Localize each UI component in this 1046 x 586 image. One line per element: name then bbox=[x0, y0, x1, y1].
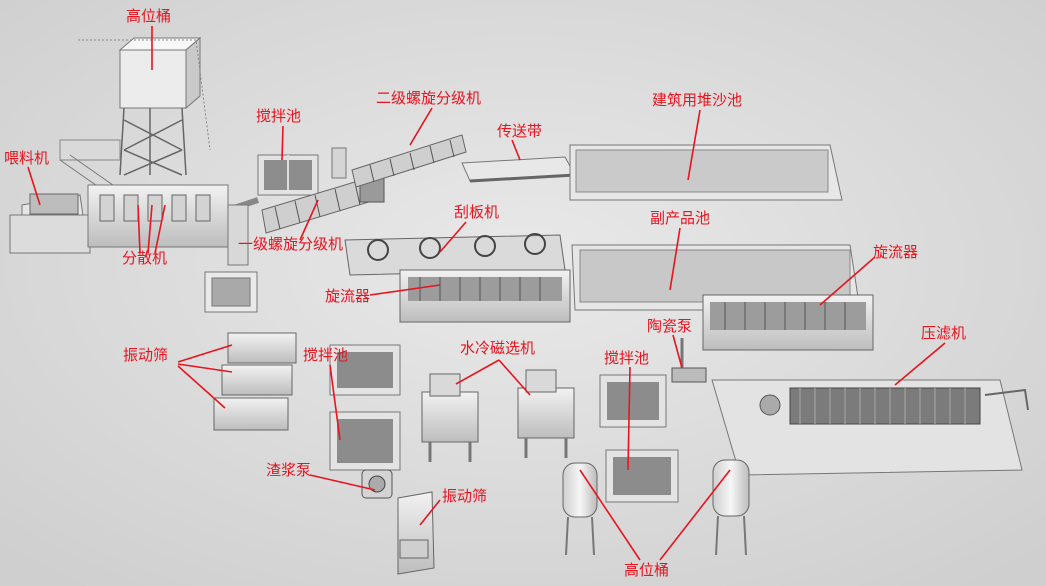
scraper-machine bbox=[344, 233, 566, 276]
label-cyclone-left: 旋流器 bbox=[325, 287, 371, 305]
small-tank bbox=[204, 271, 258, 313]
byproduct-pool bbox=[571, 244, 861, 311]
mixing-tank-top bbox=[257, 154, 319, 196]
label-vib-screen-bottom: 振动筛 bbox=[442, 487, 488, 505]
label-vib-screen-top: 振动筛 bbox=[123, 346, 169, 364]
label-ceramic-pump: 陶瓷泵 bbox=[647, 317, 693, 335]
feeder-machine bbox=[9, 193, 91, 254]
secondary-spiral-classifier bbox=[331, 134, 467, 188]
label-mixing-tank-mid: 搅拌池 bbox=[303, 346, 349, 364]
sand-pool bbox=[569, 144, 843, 201]
mixing-tanks-right bbox=[599, 374, 679, 503]
high-tank-tower bbox=[59, 36, 211, 196]
label-conveyor: 传送带 bbox=[497, 122, 543, 140]
label-byproduct-pool: 副产品池 bbox=[650, 209, 711, 227]
high-tanks-bottom bbox=[562, 459, 750, 556]
mixing-tanks-mid bbox=[329, 344, 401, 471]
label-disperser: 分散机 bbox=[122, 249, 168, 267]
label-feeder: 喂料机 bbox=[4, 149, 50, 167]
label-cyclone-right: 旋流器 bbox=[873, 243, 919, 261]
label-leader-lines bbox=[27, 26, 946, 561]
ceramic-pump bbox=[671, 338, 707, 383]
cyclone-right bbox=[702, 294, 874, 351]
label-filter-press: 压滤机 bbox=[921, 324, 967, 342]
label-sand-pool: 建筑用堆沙池 bbox=[652, 91, 743, 109]
label-high-tank-bottom: 高位桶 bbox=[624, 561, 670, 579]
cyclone-left bbox=[399, 269, 571, 323]
label-high-tank-top: 高位桶 bbox=[126, 7, 172, 25]
label-magnetic-separator: 水冷磁选机 bbox=[460, 339, 536, 357]
filter-press bbox=[711, 379, 1029, 476]
label-mixing-tank-top: 搅拌池 bbox=[256, 107, 302, 125]
magnetic-separators bbox=[421, 369, 575, 462]
vibrating-screens bbox=[213, 332, 297, 431]
label-scraper: 刮板机 bbox=[454, 203, 500, 221]
label-slurry-pump: 渣浆泵 bbox=[266, 461, 312, 479]
slurry-pump bbox=[361, 469, 393, 499]
chute bbox=[227, 204, 249, 266]
conveyor-belt bbox=[461, 156, 576, 183]
label-secondary-spiral: 二级螺旋分级机 bbox=[376, 89, 482, 107]
label-primary-spiral: 一级螺旋分级机 bbox=[238, 235, 344, 253]
vibrating-screen-bottom bbox=[397, 491, 435, 575]
label-mixing-tank-right: 搅拌池 bbox=[604, 349, 650, 367]
